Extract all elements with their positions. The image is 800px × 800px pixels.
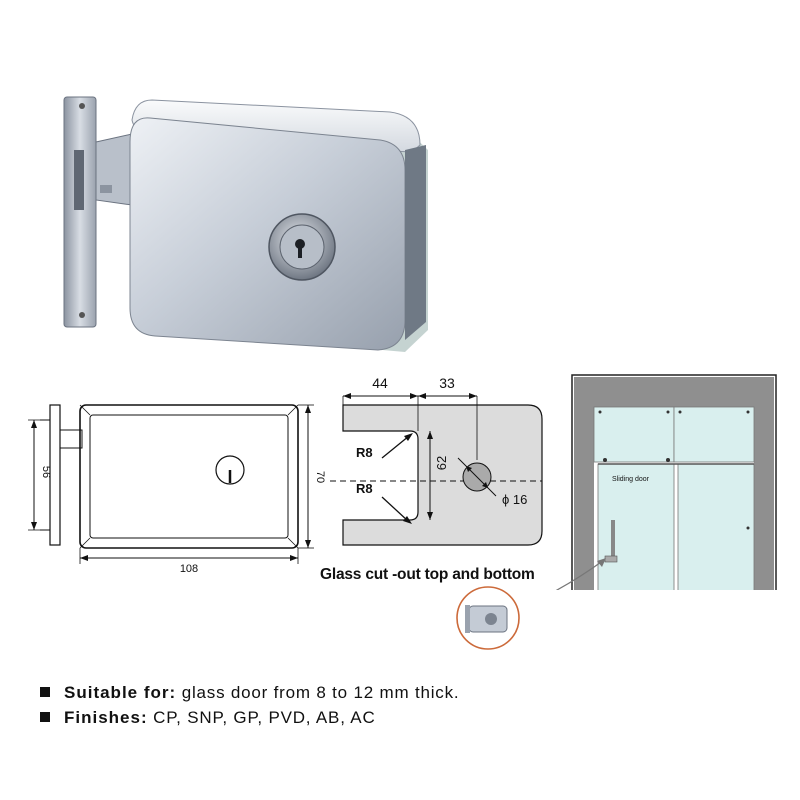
- strike-plate: [63, 96, 97, 328]
- inset-lock-thumbnail: [456, 586, 520, 650]
- spec-label: Suitable for:: [64, 683, 177, 702]
- spec-value: CP, SNP, GP, PVD, AB, AC: [153, 708, 376, 727]
- dim-33: 33: [439, 375, 455, 391]
- dim-hole: ϕ 16: [502, 492, 527, 507]
- dim-70: 70: [314, 471, 326, 483]
- dim-r8-top: R8: [356, 445, 373, 460]
- bullet-icon: [40, 712, 50, 722]
- front-view: 56 70 108: [28, 404, 326, 575]
- bullet-icon: [40, 687, 50, 697]
- cutout-caption: Glass cut -out top and bottom: [320, 566, 535, 583]
- spec-label: Finishes:: [64, 708, 148, 727]
- cutout-view: ϕ 16 44 33 62 R8 R8: [330, 375, 543, 546]
- dim-44: 44: [372, 375, 388, 391]
- spec-value: glass door from 8 to 12 mm thick.: [181, 683, 460, 702]
- product-photo: [63, 96, 428, 352]
- spec-finishes: Finishes: CP, SNP, GP, PVD, AB, AC: [40, 708, 376, 728]
- dim-62: 62: [434, 456, 449, 470]
- door-installation-diagram: Sliding door: [571, 374, 777, 590]
- lock-body: [129, 117, 406, 351]
- dim-56: 56: [40, 466, 52, 478]
- lock-bolt: [95, 133, 133, 206]
- door-label: Sliding door: [612, 476, 650, 483]
- dim-r8-bottom: R8: [356, 481, 373, 496]
- dim-108: 108: [180, 563, 198, 575]
- technical-drawing: 56 70 108 ϕ 16: [28, 374, 777, 590]
- spec-suitable: Suitable for: glass door from 8 to 12 mm…: [40, 683, 459, 703]
